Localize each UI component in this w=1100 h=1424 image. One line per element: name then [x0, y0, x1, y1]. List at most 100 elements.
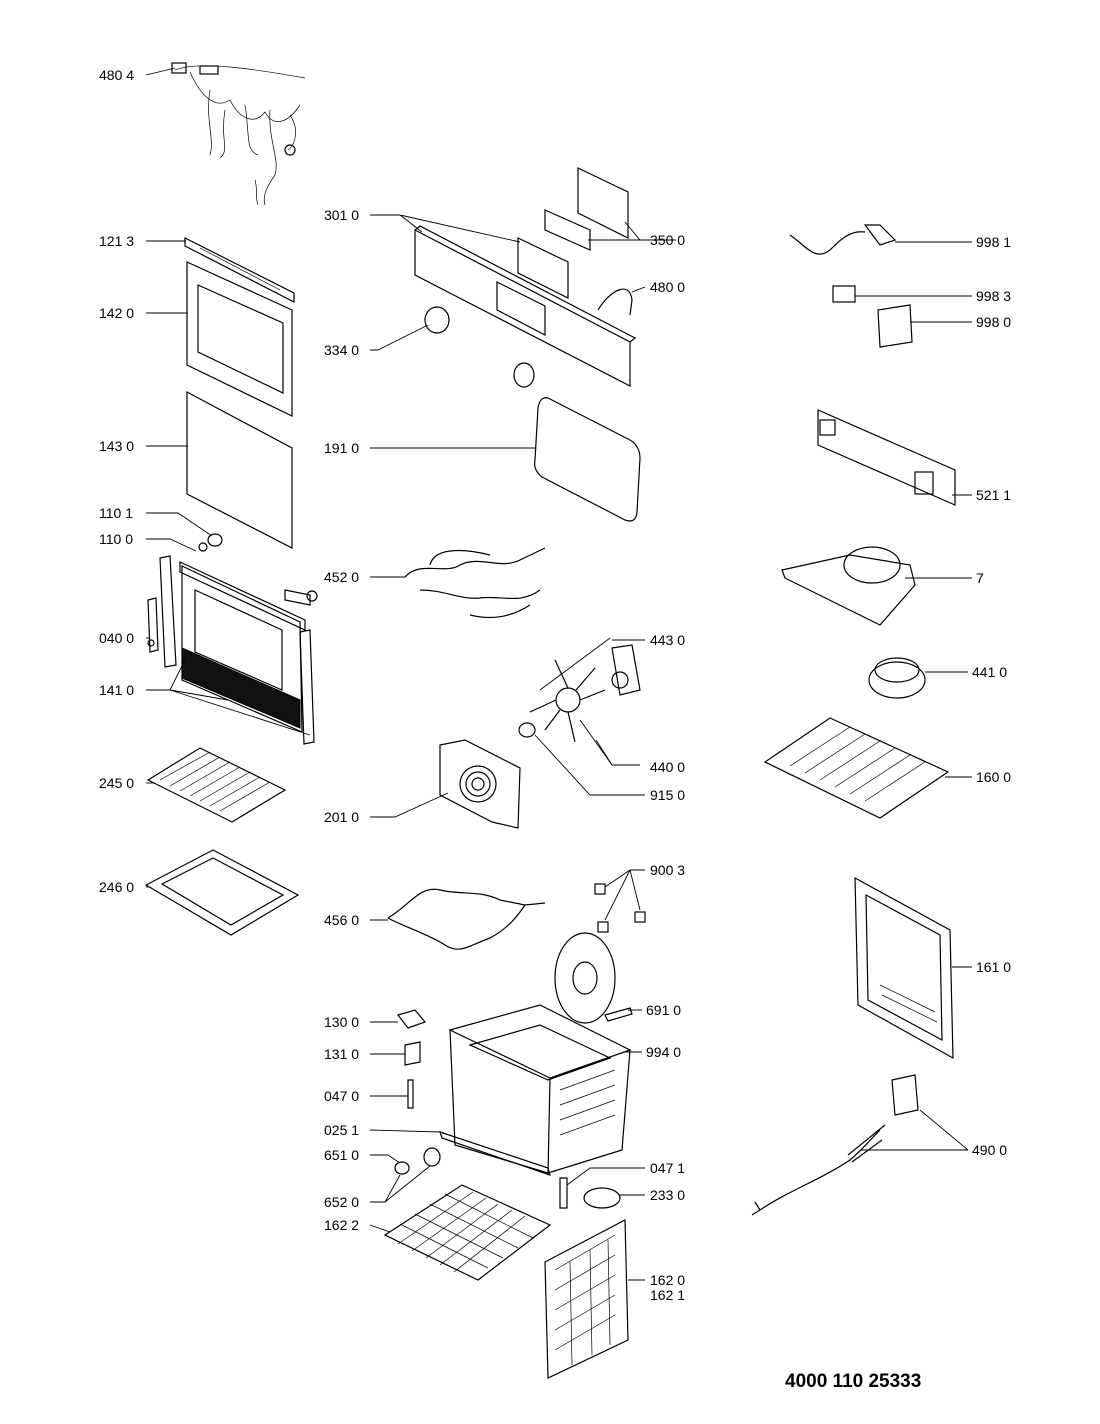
leader-480-0: [631, 286, 646, 293]
label-160-0: 160 0: [976, 769, 1011, 785]
label-998-3: 998 3: [976, 288, 1011, 304]
label-441-0: 441 0: [972, 664, 1007, 680]
label-443-0: 443 0: [650, 632, 685, 648]
rear-fan-cover-part: [439, 739, 521, 829]
label-900-3: 900 3: [650, 862, 685, 878]
documentation-pack-part: [877, 304, 913, 348]
lower-grid-shelf-part: [383, 1184, 552, 1281]
label-110-1: 110 1: [99, 505, 133, 521]
lamp-holder-part: [604, 1007, 633, 1022]
label-301-0: 301 0: [324, 207, 359, 223]
label-141-0: 141 0: [99, 682, 134, 698]
leader-652-0: [370, 1165, 431, 1203]
leader-110-0: [146, 538, 197, 552]
label-334-0: 334 0: [324, 342, 359, 358]
door-bumper-part: [207, 533, 223, 547]
leader-047-1: [566, 1167, 645, 1186]
label-350-0: 350 0: [650, 232, 685, 248]
label-110-0: 110 0: [99, 531, 133, 547]
outer-door-glass-part: [186, 261, 293, 417]
leader-440-0: [539, 637, 640, 766]
leader-350-0: [588, 221, 676, 241]
label-7: 7: [976, 570, 984, 586]
label-162-0: 162 0: [650, 1272, 685, 1288]
leader-301-0: [370, 214, 521, 243]
label-161-0: 161 0: [976, 959, 1011, 975]
label-233-0: 233 0: [650, 1187, 685, 1203]
wiring-harness-part: [171, 62, 306, 206]
label-143-0: 143 0: [99, 438, 134, 454]
label-201-0: 201 0: [324, 809, 359, 825]
inner-door-glass-part: [186, 391, 293, 549]
oven-side-panel-part: [854, 876, 954, 1060]
power-cord-part: [789, 224, 897, 255]
label-040-0: 040 0: [99, 630, 134, 646]
label-915-0: 915 0: [650, 787, 685, 803]
label-246-0: 246 0: [99, 879, 134, 895]
label-998-0: 998 0: [976, 314, 1011, 330]
leader-162-2: [369, 1224, 391, 1233]
label-652-0: 652 0: [324, 1194, 359, 1210]
grill-heating-element-part: [404, 547, 546, 619]
door-frame-part: [159, 542, 318, 745]
leader-110-1: [146, 512, 213, 537]
panel-bracket-part: [544, 167, 629, 251]
leader-915-0: [534, 734, 645, 796]
label-191-0: 191 0: [324, 440, 359, 456]
terminal-block-part: [751, 1074, 919, 1216]
leader-490-0: [860, 1109, 969, 1151]
label-521-1: 521 1: [976, 487, 1011, 503]
leader-201-0: [370, 792, 449, 818]
label-994-0: 994 0: [646, 1044, 681, 1060]
label-651-0: 651 0: [324, 1147, 359, 1163]
label-490-0: 490 0: [972, 1142, 1007, 1158]
side-rack-part: [544, 1219, 629, 1379]
cooling-fan-part: [868, 657, 926, 699]
leader-651-0: [370, 1154, 401, 1164]
fan-blade-part: [529, 659, 606, 743]
lamp-cover-part: [583, 1187, 621, 1209]
label-691-0: 691 0: [646, 1002, 681, 1018]
leader-025-1: [369, 1129, 441, 1133]
label-047-1: 047 1: [650, 1160, 685, 1176]
label-025-1: 025 1: [324, 1122, 359, 1138]
door-hinge-part: [147, 597, 159, 653]
clip-part: [594, 883, 646, 933]
label-sticker-part: [832, 285, 856, 303]
sensor-cable-part: [597, 288, 633, 316]
oven-rack-part: [763, 717, 950, 819]
label-440-0: 440 0: [650, 759, 685, 775]
label-162-1: 162 1: [650, 1287, 685, 1303]
label-456-0: 456 0: [324, 912, 359, 928]
door-gasket-part: [534, 397, 641, 522]
label-047-0: 047 0: [324, 1088, 359, 1104]
label-480-4: 480 4: [99, 67, 134, 83]
fan-motor-part: [611, 644, 641, 696]
door-lock-part: [396, 1009, 427, 1029]
wire-shelf-part: [146, 747, 287, 823]
label-142-0: 142 0: [99, 305, 134, 321]
sensor-probe-part: [407, 1079, 414, 1109]
label-131-0: 131 0: [324, 1046, 359, 1062]
leader-334-0: [370, 324, 429, 351]
part-number: 4000 110 25333: [785, 1371, 922, 1392]
label-480-0: 480 0: [650, 279, 685, 295]
control-board-part: [817, 409, 956, 506]
label-162-2: 162 2: [324, 1217, 359, 1233]
label-121-3: 121 3: [99, 233, 134, 249]
label-245-0: 245 0: [99, 775, 134, 791]
leader-900-3: [604, 869, 645, 921]
cooling-fan-housing-part: [781, 546, 916, 626]
label-998-1: 998 1: [976, 234, 1011, 250]
circular-heating-element-part: [387, 888, 546, 950]
door-top-trim-part: [184, 237, 295, 303]
baking-tray-part: [144, 849, 300, 936]
control-knob-part: [424, 306, 535, 388]
control-panel-part: [414, 225, 637, 387]
thermostat-knob-part: [394, 1147, 441, 1175]
fan-plate-part: [554, 932, 616, 1024]
probe-sensor-part: [559, 1177, 568, 1209]
label-452-0: 452 0: [324, 569, 359, 585]
leader-480-4: [145, 67, 176, 76]
